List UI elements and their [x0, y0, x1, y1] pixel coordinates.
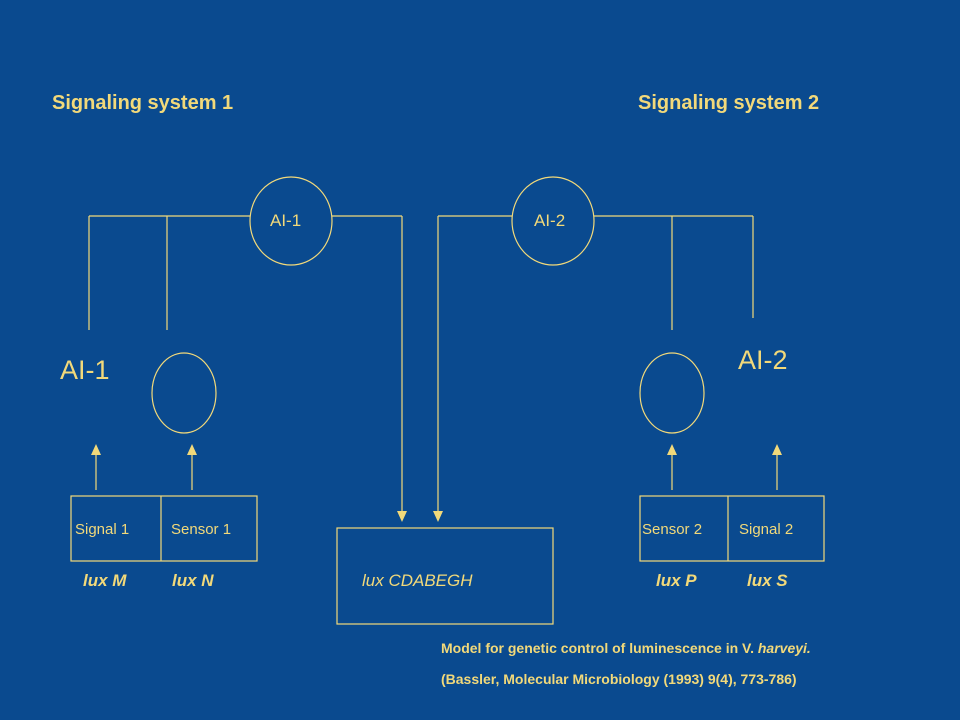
lux-s-label: lux S	[747, 571, 788, 590]
citation-line2: (Bassler, Molecular Microbiology (1993) …	[441, 671, 797, 687]
arrowhead-sensor1	[187, 444, 197, 455]
lux-p-label: lux P	[656, 571, 697, 590]
arrowhead-signal2	[772, 444, 782, 455]
lux-m-label: lux M	[83, 571, 127, 590]
sensor1-circle	[151, 352, 217, 434]
system2-heading: Signaling system 2	[638, 92, 820, 114]
signal1-label: Signal 1	[75, 521, 130, 538]
citation-species: harveyi.	[757, 640, 811, 656]
arrowhead-signal1	[91, 444, 101, 455]
ai1-top-label: AI-1	[270, 211, 302, 230]
lux-cdabegh-box	[336, 527, 554, 625]
signal2-label: Signal 2	[739, 521, 794, 538]
arrowhead-ai2-lux	[433, 511, 443, 522]
ai2-circle-top	[511, 176, 595, 266]
sensor2-circle	[639, 352, 705, 434]
citation-line1-text: Model for genetic control of luminescenc…	[441, 640, 758, 656]
system1-heading: Signaling system 1	[52, 92, 234, 114]
citation-line1: Model for genetic control of luminescenc…	[441, 641, 811, 655]
system1-gene-box	[70, 495, 258, 562]
lux-n-label: lux N	[172, 571, 214, 590]
ai2-top-label: AI-2	[534, 211, 566, 230]
ai1-side-label: AI-1	[60, 355, 110, 385]
ai2-side-label: AI-2	[738, 345, 788, 375]
arrowhead-sensor2	[667, 444, 677, 455]
sensor2-label: Sensor 2	[642, 521, 703, 538]
system2-gene-box	[639, 495, 825, 562]
ai1-circle-top	[249, 176, 333, 266]
arrowhead-ai1-lux	[397, 511, 407, 522]
sensor1-label: Sensor 1	[171, 521, 232, 538]
lux-cdabegh-label: lux CDABEGH	[362, 571, 473, 590]
